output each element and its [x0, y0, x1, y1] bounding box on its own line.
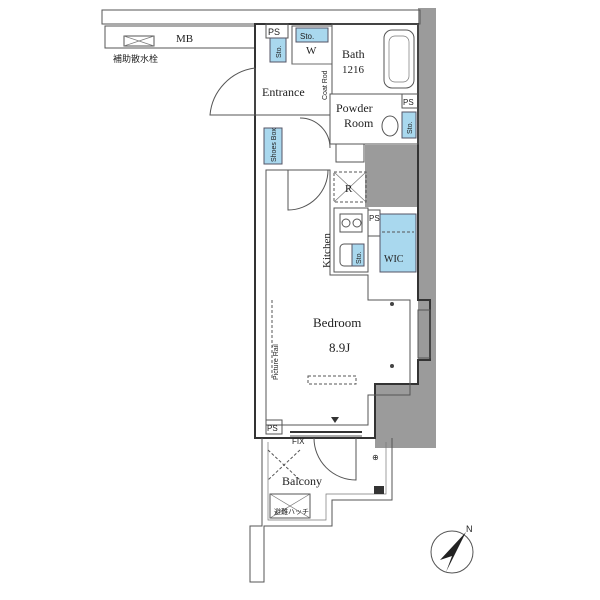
- bath-size-label: 1216: [342, 64, 365, 76]
- walk-in-closet: [379, 213, 417, 273]
- compass-ring: [430, 530, 474, 574]
- ps-top-label: PS: [268, 27, 280, 37]
- bedroom-inner-wall: [265, 169, 411, 426]
- burner-2: [352, 218, 362, 228]
- shoes-box: [263, 127, 283, 165]
- bathtub-inner: [388, 35, 410, 83]
- compass: N: [430, 524, 474, 574]
- powder-label: Powder: [336, 101, 373, 115]
- sliding-arrow: [331, 417, 339, 423]
- hydrant-cross-b: [123, 35, 155, 47]
- fix-label: FIX: [292, 437, 305, 446]
- drain-mark: [374, 486, 384, 494]
- powder-room-label: Room: [344, 116, 374, 130]
- storage-small-label: Sto.: [276, 45, 283, 58]
- ceiling-light-2: [390, 364, 394, 368]
- ps-kitchen-label: PS: [369, 214, 380, 223]
- balcony-outline: [249, 438, 393, 583]
- balcony-label: Balcony: [282, 474, 322, 488]
- fire-hydrant-label: 補助散水栓: [113, 53, 158, 64]
- washbasin: [335, 143, 365, 163]
- balcony-door-swing: [313, 437, 357, 481]
- bedroom-label: Bedroom: [313, 315, 361, 330]
- shoes-box-label: Shoes Box: [271, 128, 278, 162]
- picture-rail-label: Picture Rail: [273, 344, 280, 380]
- mb-label: MB: [176, 33, 193, 45]
- powder-room: [329, 93, 419, 145]
- ps-balcony-box: [265, 419, 283, 435]
- refrigerator-space: [333, 171, 367, 203]
- balcony-cross-b: [267, 449, 301, 481]
- ceiling-light-1: [390, 302, 394, 306]
- wic-label: WIC: [384, 254, 404, 265]
- toilet: [381, 115, 399, 137]
- structural-column-lower: [375, 385, 435, 448]
- powder-storage-label: Sto.: [407, 121, 414, 134]
- hydrant-box: [123, 35, 155, 47]
- compass-north-label: N: [466, 524, 473, 534]
- kitchen-cooktop: [339, 213, 363, 233]
- bedroom-size-label: 8.9J: [329, 340, 350, 355]
- washer-storage: [295, 27, 329, 43]
- storage-small-box: [269, 37, 287, 63]
- kitchen-storage-label: Sto.: [356, 251, 363, 264]
- compass-needle: [440, 532, 466, 572]
- refrigerator-cross-b: [333, 171, 367, 203]
- outer-wall: [254, 23, 431, 439]
- entrance-door-swing: [209, 67, 256, 116]
- bathtub: [383, 29, 415, 89]
- coat-rod-label: Coat Rod: [322, 70, 329, 100]
- powder-storage: [401, 111, 417, 139]
- burner-1: [341, 218, 351, 228]
- powder-door-swing: [299, 117, 331, 149]
- evacuation-hatch: [269, 493, 311, 519]
- ps-balcony-label: PS: [267, 424, 278, 433]
- washer-storage-label: Sto.: [300, 32, 314, 41]
- evacuation-hatch-label: 避難ハッチ: [274, 507, 309, 516]
- washer-label: W: [306, 45, 317, 57]
- kitchen-label: Kitchen: [321, 233, 333, 268]
- ps-right-label: PS: [403, 98, 414, 107]
- refrigerator-label: R: [345, 183, 353, 195]
- structural-wall-east: [418, 8, 436, 448]
- hall-door-swing: [287, 169, 329, 211]
- kitchen-storage: [351, 243, 365, 267]
- bath-label: Bath: [342, 47, 365, 61]
- aircon-unit: [307, 375, 357, 385]
- kitchen-counter: [333, 207, 369, 273]
- balcony-outline-inner: [267, 442, 387, 521]
- entrance-label: Entrance: [262, 85, 305, 99]
- hatch-cross-b: [269, 493, 311, 519]
- east-window: [417, 309, 431, 359]
- corridor-outline: [101, 9, 421, 25]
- outdoor-outlet-mark: ⊕: [372, 453, 379, 462]
